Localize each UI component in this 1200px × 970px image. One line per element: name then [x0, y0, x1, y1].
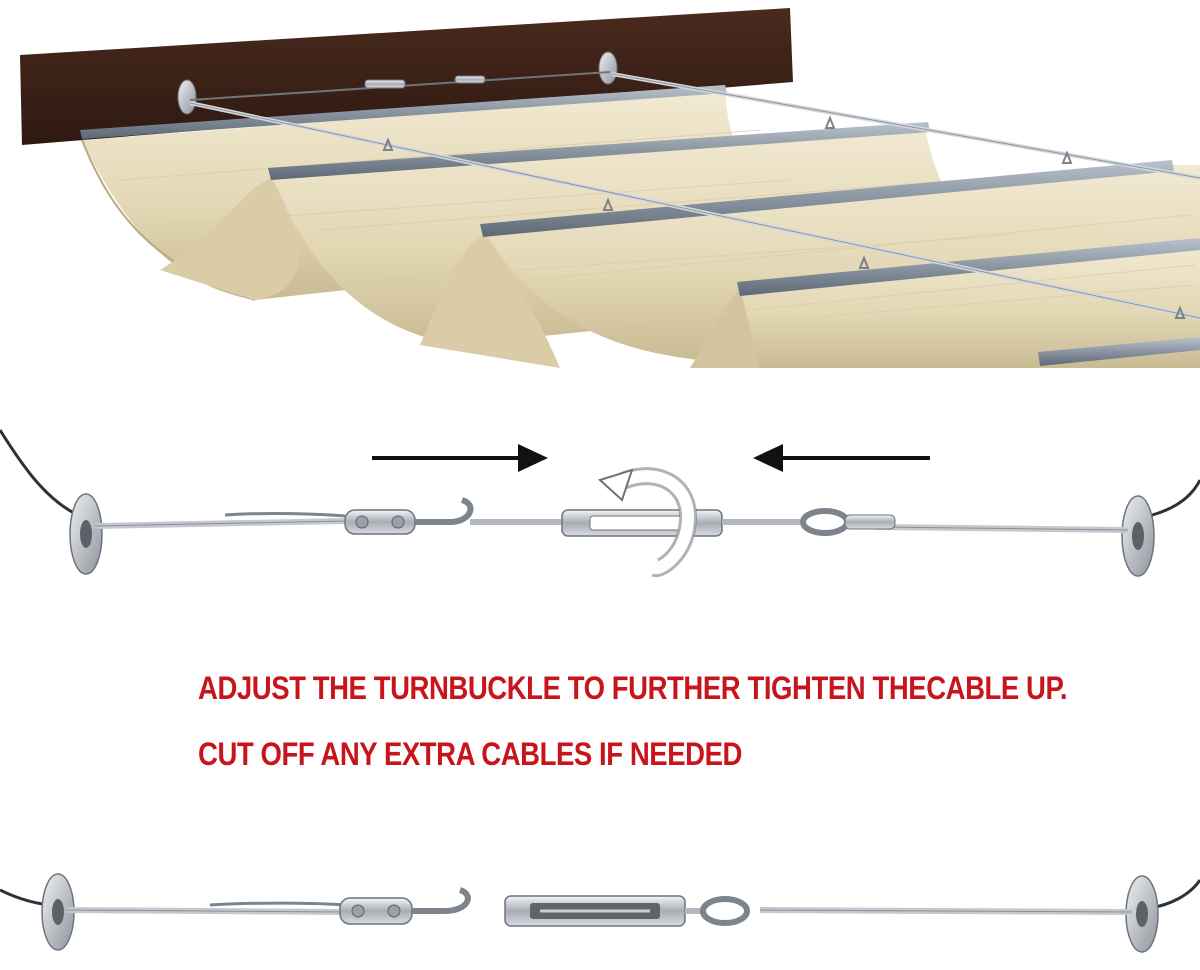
left-cable-end [0, 429, 86, 520]
wooden-board [20, 8, 793, 145]
arrow-left-icon [753, 444, 930, 472]
steel-cable [94, 511, 1129, 533]
turnbuckle [415, 497, 896, 537]
final-diagram [0, 873, 1200, 953]
fabric-texture [119, 129, 1196, 326]
rail-hooks [382, 115, 1186, 319]
left-pad-eye [69, 493, 103, 575]
fabric-panel-4 [720, 245, 1200, 368]
rotate-arrow-icon [598, 467, 697, 578]
adjust-diagram [0, 429, 1200, 578]
turnbuckle-final [412, 887, 750, 927]
canopy-rails [80, 85, 1200, 366]
instruction-line-2: CUT OFF ANY EXTRA CABLES IF NEEDED [198, 736, 742, 772]
wire-rope-clips-final [339, 897, 413, 925]
canopy-scene [20, 8, 1200, 368]
instruction-line-1: ADJUST THE TURNBUCKLE TO FURTHER TIGHTEN… [198, 670, 1068, 706]
top-turnbuckle [364, 75, 486, 89]
arrow-right-icon [372, 444, 548, 472]
right-pad-eye [1121, 495, 1155, 577]
wire-rope-clips [344, 509, 416, 535]
steel-cable-final [65, 901, 1133, 915]
canopy-cables [189, 71, 1200, 320]
right-pad-eye-final [1125, 875, 1159, 953]
